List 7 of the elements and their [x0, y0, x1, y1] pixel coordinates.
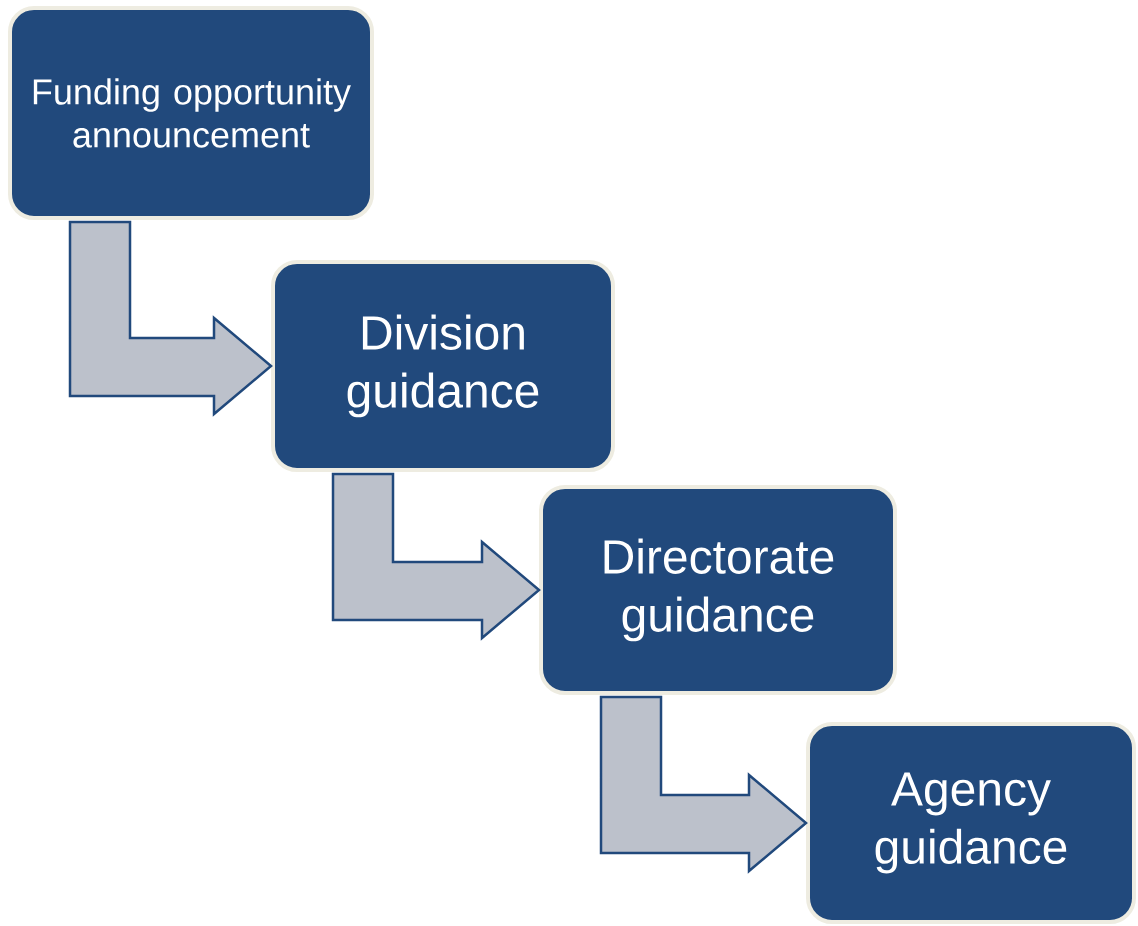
process-box: Division guidance — [271, 260, 615, 472]
process-box: Directorate guidance — [539, 485, 897, 695]
bent-arrow — [599, 695, 808, 874]
process-box: Agency guidance — [806, 722, 1136, 924]
bent-arrow — [331, 472, 541, 641]
process-box: Funding opportunity announcement — [8, 6, 374, 220]
bent-arrow — [68, 220, 273, 417]
